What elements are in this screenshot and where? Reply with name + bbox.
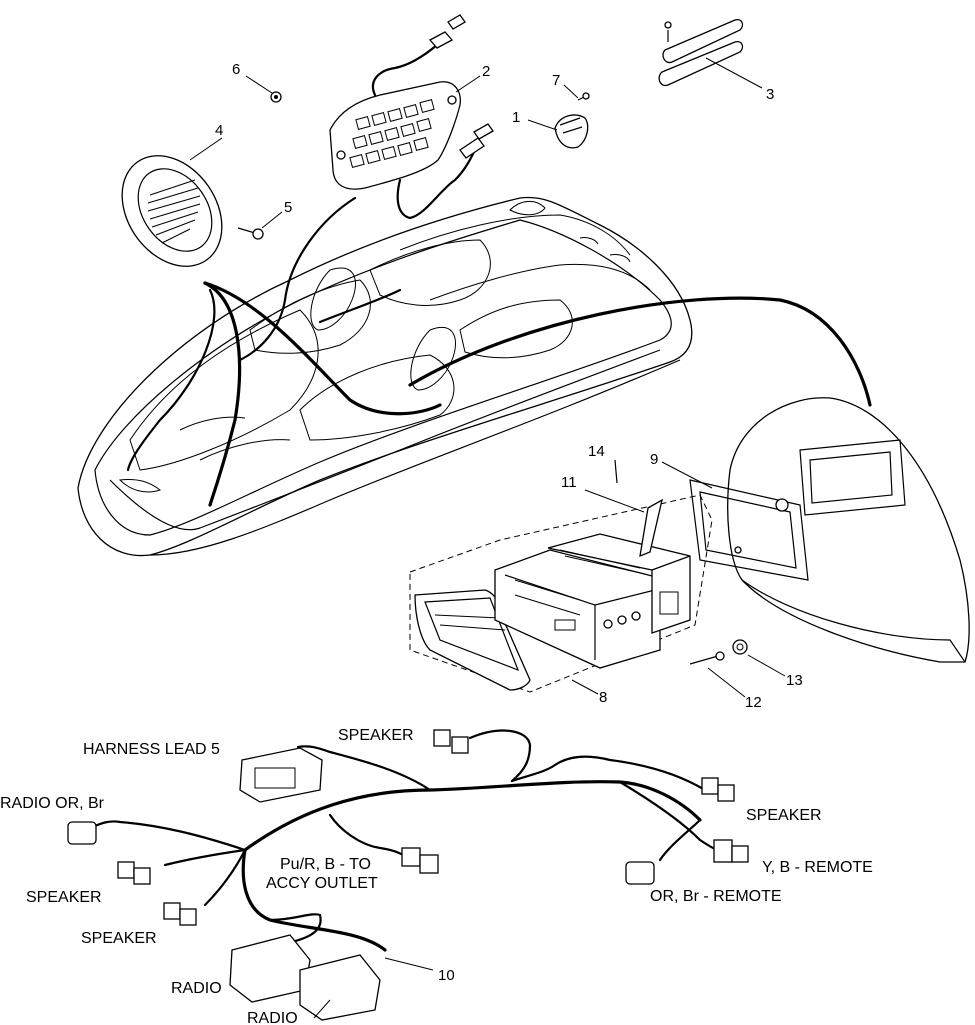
connector-harness-lead: [239, 747, 323, 803]
speaker-grille: [121, 155, 223, 267]
callout-7: 7: [552, 72, 560, 89]
label-y-b-remote: Y, B - REMOTE: [762, 859, 873, 876]
callout-6: 6: [232, 61, 240, 78]
nut-13: [732, 639, 748, 655]
label-or-br-remote: OR, Br - REMOTE: [650, 888, 782, 905]
screw-7: [577, 92, 590, 101]
label-speaker-left-1: SPEAKER: [26, 889, 102, 906]
label-radio-1: RADIO: [171, 980, 222, 997]
label-accy-line2: ACCY OUTLET: [266, 875, 378, 892]
connector-y-b-remote: [713, 839, 749, 863]
label-radio-2: RADIO: [247, 1010, 298, 1025]
connector-speaker-left-1: [117, 861, 151, 885]
connector-speaker-left-2: [163, 902, 197, 926]
console-panel-9: [689, 397, 970, 663]
callout-1: 1: [512, 109, 520, 126]
light-strip-3: [658, 19, 744, 87]
connector-radio-1: [229, 934, 311, 1003]
radio-sleeve: [547, 533, 691, 634]
radio-chassis: [494, 549, 661, 669]
connector-or-br-remote: [625, 861, 655, 885]
callout-4: 4: [215, 122, 223, 139]
connector-accy-outlet: [401, 847, 439, 874]
switch-panel: [329, 14, 494, 220]
label-radio-or-br: RADIO OR, Br: [0, 795, 105, 812]
label-accy-line1: Pu/R, B - TO: [280, 856, 371, 873]
connector-speaker-top: [433, 729, 469, 754]
label-speaker-right: SPEAKER: [746, 807, 822, 824]
callout-9: 9: [650, 451, 658, 468]
screw-5: [237, 227, 264, 240]
leader-lines: [189, 57, 786, 1019]
bracket-11: [639, 498, 663, 558]
radio-assembly-8: [409, 494, 713, 693]
callout-5: 5: [284, 199, 292, 216]
callout-10: 10: [438, 967, 455, 984]
label-speaker-top: SPEAKER: [338, 727, 414, 744]
callout-3: 3: [766, 86, 774, 103]
callout-12: 12: [745, 694, 762, 711]
nut-6: [270, 91, 282, 103]
label-speaker-left-2: SPEAKER: [81, 930, 157, 947]
connector-speaker-right: [701, 777, 735, 802]
callout-13: 13: [786, 672, 803, 689]
hull-wires: [126, 196, 872, 507]
screw-14: [614, 459, 618, 484]
bolt-12: [689, 651, 725, 665]
callout-11: 11: [561, 474, 577, 491]
switch-panel-buttons: [349, 99, 435, 168]
callout-8: 8: [599, 689, 607, 706]
clamp-1: [554, 114, 589, 149]
callout-14: 14: [588, 443, 605, 460]
connector-radio-or-br: [67, 821, 97, 845]
harness-labels: HARNESS LEAD 5 SPEAKER RADIO OR, Br SPEA…: [0, 727, 873, 1025]
label-harness-lead: HARNESS LEAD 5: [83, 741, 220, 758]
speaker-grille-slots: [147, 179, 201, 244]
connector-radio-2: [299, 954, 381, 1021]
callout-2: 2: [482, 63, 490, 80]
callout-numbers: 1 2 3 4 5 6 7 8 9 10 11 12 13 14: [215, 61, 803, 984]
